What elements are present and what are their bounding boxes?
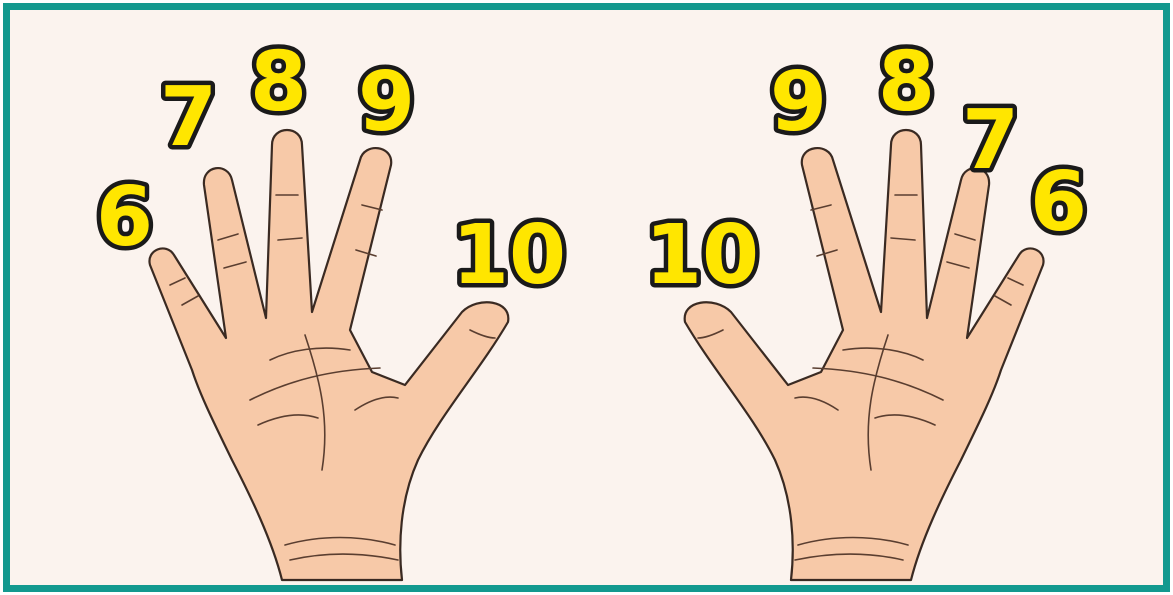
right-thumb-number: 10 [645, 208, 759, 303]
right-index-number: 9 [770, 55, 827, 150]
left-hand [149, 130, 508, 580]
right-hand [685, 130, 1044, 580]
left-middle-number: 8 [250, 35, 307, 130]
right-ring-number: 7 [962, 93, 1019, 188]
left-pinky-number: 6 [96, 170, 153, 265]
right-pinky-number: 6 [1030, 155, 1087, 250]
right-middle-number: 8 [878, 35, 935, 130]
left-thumb-number: 10 [452, 208, 566, 303]
left-ring-number: 7 [160, 70, 217, 165]
right-hand-shape [685, 130, 1044, 580]
left-hand-shape [149, 130, 508, 580]
left-index-number: 9 [358, 55, 415, 150]
